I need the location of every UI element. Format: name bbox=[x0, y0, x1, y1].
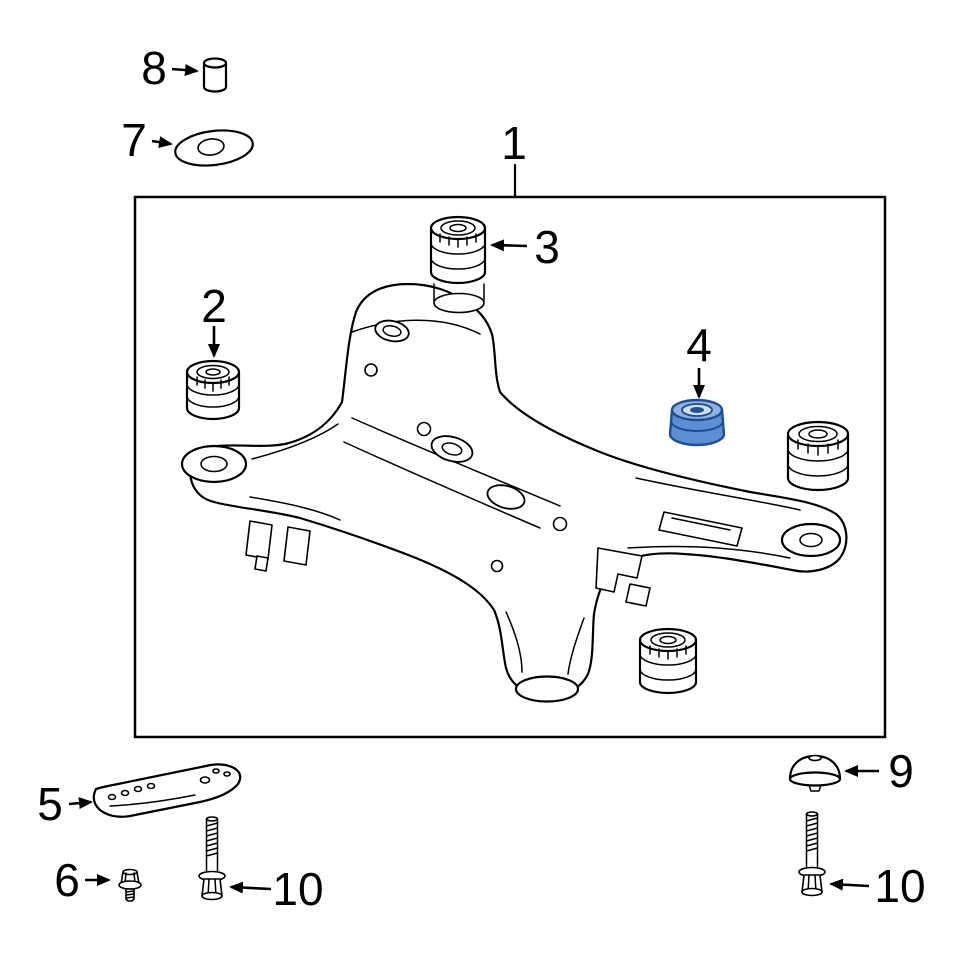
part-5-bracket bbox=[92, 763, 242, 818]
callout-6-label: 6 bbox=[54, 854, 80, 906]
callout-5-label: 5 bbox=[37, 778, 63, 830]
part-6-bolt bbox=[118, 868, 142, 902]
callout-2-label: 2 bbox=[201, 280, 227, 332]
bottom-bushing bbox=[638, 627, 698, 695]
callout-8-arrow bbox=[171, 64, 199, 77]
callout-9-label: 9 bbox=[888, 745, 914, 797]
callout-1-label: 1 bbox=[501, 117, 527, 169]
right-corner-bushing bbox=[786, 420, 850, 492]
callout-3-arrow bbox=[490, 239, 528, 252]
part-10-bolt-right bbox=[798, 811, 826, 897]
part-9-dome-washer bbox=[788, 754, 842, 792]
callout-3-label: 3 bbox=[534, 221, 560, 273]
part-4-rib bbox=[670, 420, 724, 432]
callout-4-label: 4 bbox=[686, 319, 712, 371]
part-10-bolt-left bbox=[198, 816, 226, 901]
part-3-bushing bbox=[429, 215, 487, 285]
part-4-bushing-highlighted bbox=[668, 398, 726, 447]
part-7-washer-plate bbox=[174, 129, 254, 167]
callout-7-label: 7 bbox=[121, 114, 147, 166]
callout-7-arrow bbox=[151, 136, 173, 149]
part-2-bushing bbox=[185, 359, 241, 421]
callout-5-arrow bbox=[68, 797, 93, 810]
callout-10b-arrow bbox=[829, 878, 870, 891]
callout-10a-label: 10 bbox=[272, 863, 323, 915]
part-8-sleeve bbox=[202, 57, 228, 93]
part-1-crossmember bbox=[180, 282, 848, 703]
part-4-hole bbox=[690, 407, 704, 413]
callout-8-label: 8 bbox=[141, 42, 167, 94]
callout-10b-label: 10 bbox=[874, 860, 925, 912]
callout-10a-arrow bbox=[229, 881, 272, 894]
